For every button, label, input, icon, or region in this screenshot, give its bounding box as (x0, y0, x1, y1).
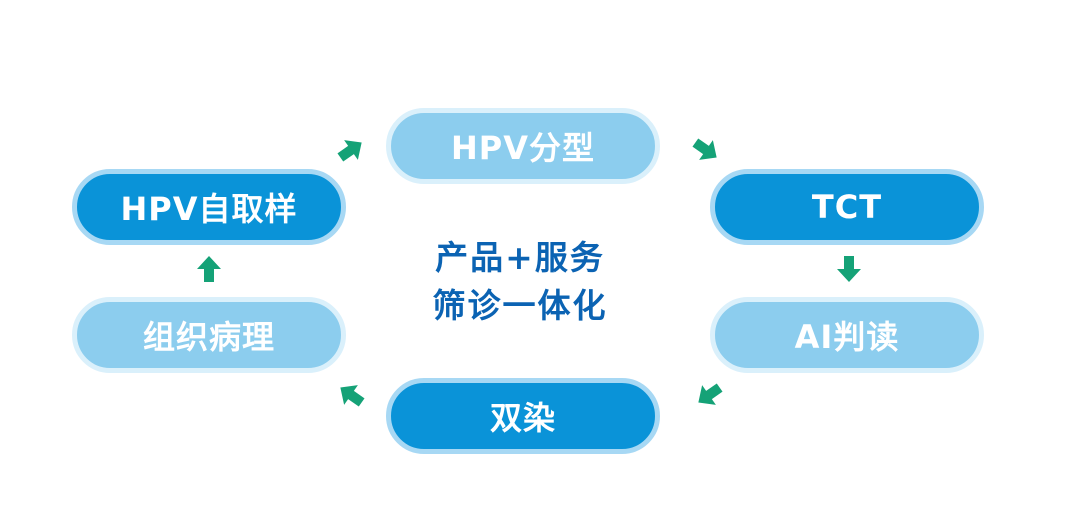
center-title-line2: 筛诊一体化 (432, 286, 608, 325)
node-hpv-typing: HPV分型 (386, 108, 660, 184)
node-histopathology: 组织病理 (72, 297, 346, 373)
node-dual-stain: 双染 (386, 378, 660, 454)
arrow-icon (340, 385, 365, 407)
node-label: AI判读 (794, 318, 900, 356)
center-title-line1: 产品+服务 (435, 238, 605, 277)
node-tct: TCT (710, 169, 984, 245)
center-title: 产品+服务 筛诊一体化 (400, 234, 640, 330)
node-label: 组织病理 (142, 318, 275, 356)
arrow-icon (337, 140, 362, 162)
node-label: HPV分型 (450, 129, 595, 167)
node-label: TCT (811, 188, 883, 226)
arrow-icon (837, 256, 861, 282)
arrow-icon (698, 383, 723, 405)
node-ai-reading: AI判读 (710, 297, 984, 373)
arrow-icon (692, 138, 717, 160)
arrow-icon (197, 256, 221, 282)
node-hpv-self-sampling: HPV自取样 (72, 169, 346, 245)
node-label: HPV自取样 (120, 190, 298, 228)
node-label: 双染 (489, 399, 556, 437)
